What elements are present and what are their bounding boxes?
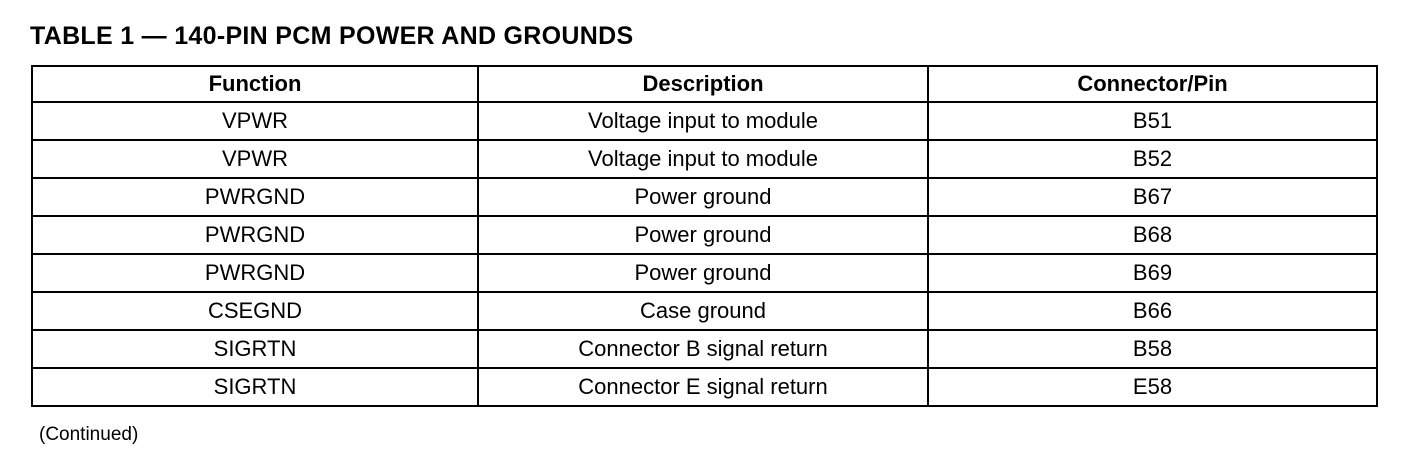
cell-description: Power ground bbox=[477, 215, 929, 255]
cell-function: VPWR bbox=[31, 139, 479, 179]
cell-description: Connector B signal return bbox=[477, 329, 929, 369]
cell-connector-pin: B67 bbox=[927, 177, 1378, 217]
cell-function: VPWR bbox=[31, 101, 479, 141]
table-row: VPWR Voltage input to module B51 bbox=[31, 101, 1378, 141]
continued-note: (Continued) bbox=[39, 424, 139, 445]
cell-connector-pin: B58 bbox=[927, 329, 1378, 369]
table-row: VPWR Voltage input to module B52 bbox=[31, 139, 1378, 179]
cell-function: CSEGND bbox=[31, 291, 479, 331]
table-header-row: Function Description Connector/Pin bbox=[31, 65, 1378, 103]
cell-function: SIGRTN bbox=[31, 367, 479, 407]
table-row: SIGRTN Connector B signal return B58 bbox=[31, 329, 1378, 369]
cell-function: PWRGND bbox=[31, 253, 479, 293]
table-row: PWRGND Power ground B67 bbox=[31, 177, 1378, 217]
cell-description: Connector E signal return bbox=[477, 367, 929, 407]
table-row: PWRGND Power ground B68 bbox=[31, 215, 1378, 255]
table-title: TABLE 1 — 140-PIN PCM POWER AND GROUNDS bbox=[30, 22, 634, 50]
table-row: CSEGND Case ground B66 bbox=[31, 291, 1378, 331]
cell-connector-pin: E58 bbox=[927, 367, 1378, 407]
cell-function: PWRGND bbox=[31, 215, 479, 255]
cell-function: PWRGND bbox=[31, 177, 479, 217]
cell-connector-pin: B69 bbox=[927, 253, 1378, 293]
cell-description: Voltage input to module bbox=[477, 101, 929, 141]
cell-connector-pin: B52 bbox=[927, 139, 1378, 179]
power-grounds-table: Function Description Connector/Pin VPWR … bbox=[31, 65, 1378, 407]
cell-connector-pin: B66 bbox=[927, 291, 1378, 331]
column-header-connector-pin: Connector/Pin bbox=[927, 65, 1378, 103]
cell-description: Case ground bbox=[477, 291, 929, 331]
column-header-function: Function bbox=[31, 65, 479, 103]
cell-description: Power ground bbox=[477, 177, 929, 217]
cell-connector-pin: B51 bbox=[927, 101, 1378, 141]
cell-description: Voltage input to module bbox=[477, 139, 929, 179]
cell-connector-pin: B68 bbox=[927, 215, 1378, 255]
cell-function: SIGRTN bbox=[31, 329, 479, 369]
table-row: PWRGND Power ground B69 bbox=[31, 253, 1378, 293]
cell-description: Power ground bbox=[477, 253, 929, 293]
table-row: SIGRTN Connector E signal return E58 bbox=[31, 367, 1378, 407]
column-header-description: Description bbox=[477, 65, 929, 103]
